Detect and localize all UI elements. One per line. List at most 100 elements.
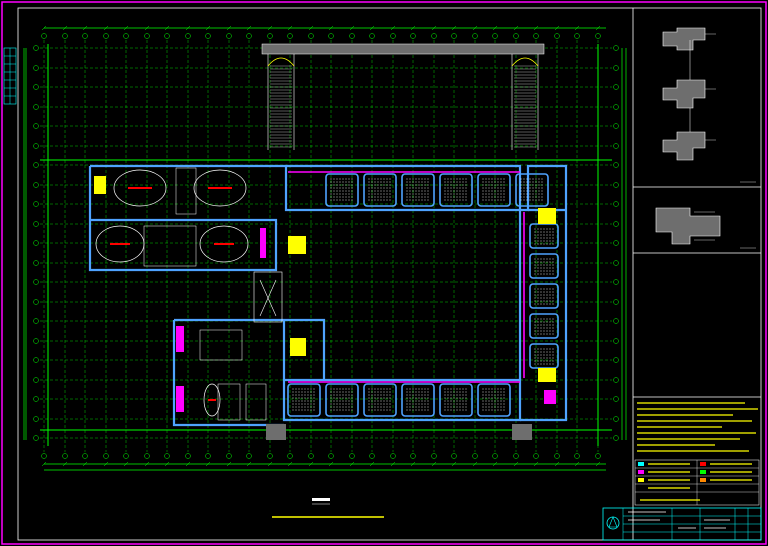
dimension-tick (62, 25, 68, 31)
axis-bubble (390, 453, 396, 459)
axis-bubble (62, 33, 68, 39)
axis-bubble (613, 377, 619, 383)
axis-bubble (164, 453, 170, 459)
axis-bubble (513, 33, 519, 39)
axis-bubble (62, 453, 68, 459)
dimension-tick (144, 461, 150, 467)
dimension-tick (554, 461, 560, 467)
classroom (529, 313, 559, 339)
dimension-tick (205, 25, 211, 31)
axis-bubble (431, 453, 437, 459)
axis-bubble (349, 33, 355, 39)
axis-bubble (33, 279, 39, 285)
dimension-tick (287, 461, 293, 467)
building-walls (88, 164, 568, 427)
axis-bubble (513, 453, 519, 459)
dimension-tick (472, 25, 478, 31)
dimension-tick (472, 461, 478, 467)
dimension-tick (308, 461, 314, 467)
axis-bubble (613, 396, 619, 402)
dimension-tick (308, 25, 314, 31)
dimension-tick (185, 25, 191, 31)
axis-bubble (185, 453, 191, 459)
dimension-tick (144, 25, 150, 31)
base-hatch-left (266, 424, 286, 440)
axis-bubble (613, 143, 619, 149)
dimension-tick (390, 25, 396, 31)
axis-bubble (451, 33, 457, 39)
axis-bubble (613, 201, 619, 207)
axis-bubble (267, 453, 273, 459)
dimension-tick (513, 461, 519, 467)
classroom (529, 253, 559, 279)
classroom (325, 383, 359, 417)
axis-bubble (246, 33, 252, 39)
dimension-tick (492, 461, 498, 467)
axis-bubble (33, 260, 39, 266)
axis-bubble (533, 453, 539, 459)
axis-bubble (613, 123, 619, 129)
axis-bubble (33, 396, 39, 402)
axis-bubble (328, 453, 334, 459)
service-rooms (176, 171, 556, 412)
axis-bubble (205, 453, 211, 459)
axis-bubble (33, 84, 39, 90)
dimension-tick (328, 25, 334, 31)
axis-bubble (103, 453, 109, 459)
axis-bubble (328, 33, 334, 39)
dimension-tick (431, 25, 437, 31)
axis-bubble (369, 33, 375, 39)
axis-bubble (144, 453, 150, 459)
dimension-tick (82, 25, 88, 31)
classroom (529, 283, 559, 309)
axis-bubble (613, 104, 619, 110)
axis-bubble (613, 357, 619, 363)
sheet-inner-border (17, 7, 762, 541)
right-panel (632, 8, 761, 540)
company-logo-icon (606, 516, 620, 530)
dimension-tick (369, 461, 375, 467)
axis-bubble (226, 33, 232, 39)
classrooms-north-wing (325, 173, 549, 207)
axis-bubble (613, 162, 619, 168)
dimension-tick (123, 25, 129, 31)
dimension-tick (62, 461, 68, 467)
axis-bubble (613, 299, 619, 305)
connecting-corridor (253, 271, 283, 323)
axis-grid (40, 40, 612, 452)
axis-bubble (33, 299, 39, 305)
axis-bubble (613, 279, 619, 285)
dimension-tick (164, 461, 170, 467)
legend-box (634, 459, 760, 506)
axis-bubble (492, 453, 498, 459)
axis-bubble (123, 453, 129, 459)
dimension-tick (267, 461, 273, 467)
axis-bubble (144, 33, 150, 39)
dimension-tick (41, 461, 47, 467)
axis-bubble (472, 453, 478, 459)
title-block (602, 507, 762, 541)
axis-bubble (287, 453, 293, 459)
dimension-tick (533, 461, 539, 467)
axis-bubble (369, 453, 375, 459)
classroom (529, 343, 559, 369)
dimension-tick (328, 461, 334, 467)
dimension-tick (185, 461, 191, 467)
axis-bubble (33, 182, 39, 188)
section-detail-horizontal (655, 207, 756, 249)
classroom (401, 383, 435, 417)
axis-bubble (33, 435, 39, 441)
axis-bubble (33, 201, 39, 207)
axis-bubble (267, 33, 273, 39)
dimension-tick (82, 461, 88, 467)
axis-bubble (33, 240, 39, 246)
dimension-tick (205, 461, 211, 467)
axis-bubble (613, 45, 619, 51)
axis-bubble (472, 33, 478, 39)
axis-bubble (123, 33, 129, 39)
axis-bubble (613, 416, 619, 422)
dimension-tick (451, 25, 457, 31)
axis-bubble (33, 377, 39, 383)
